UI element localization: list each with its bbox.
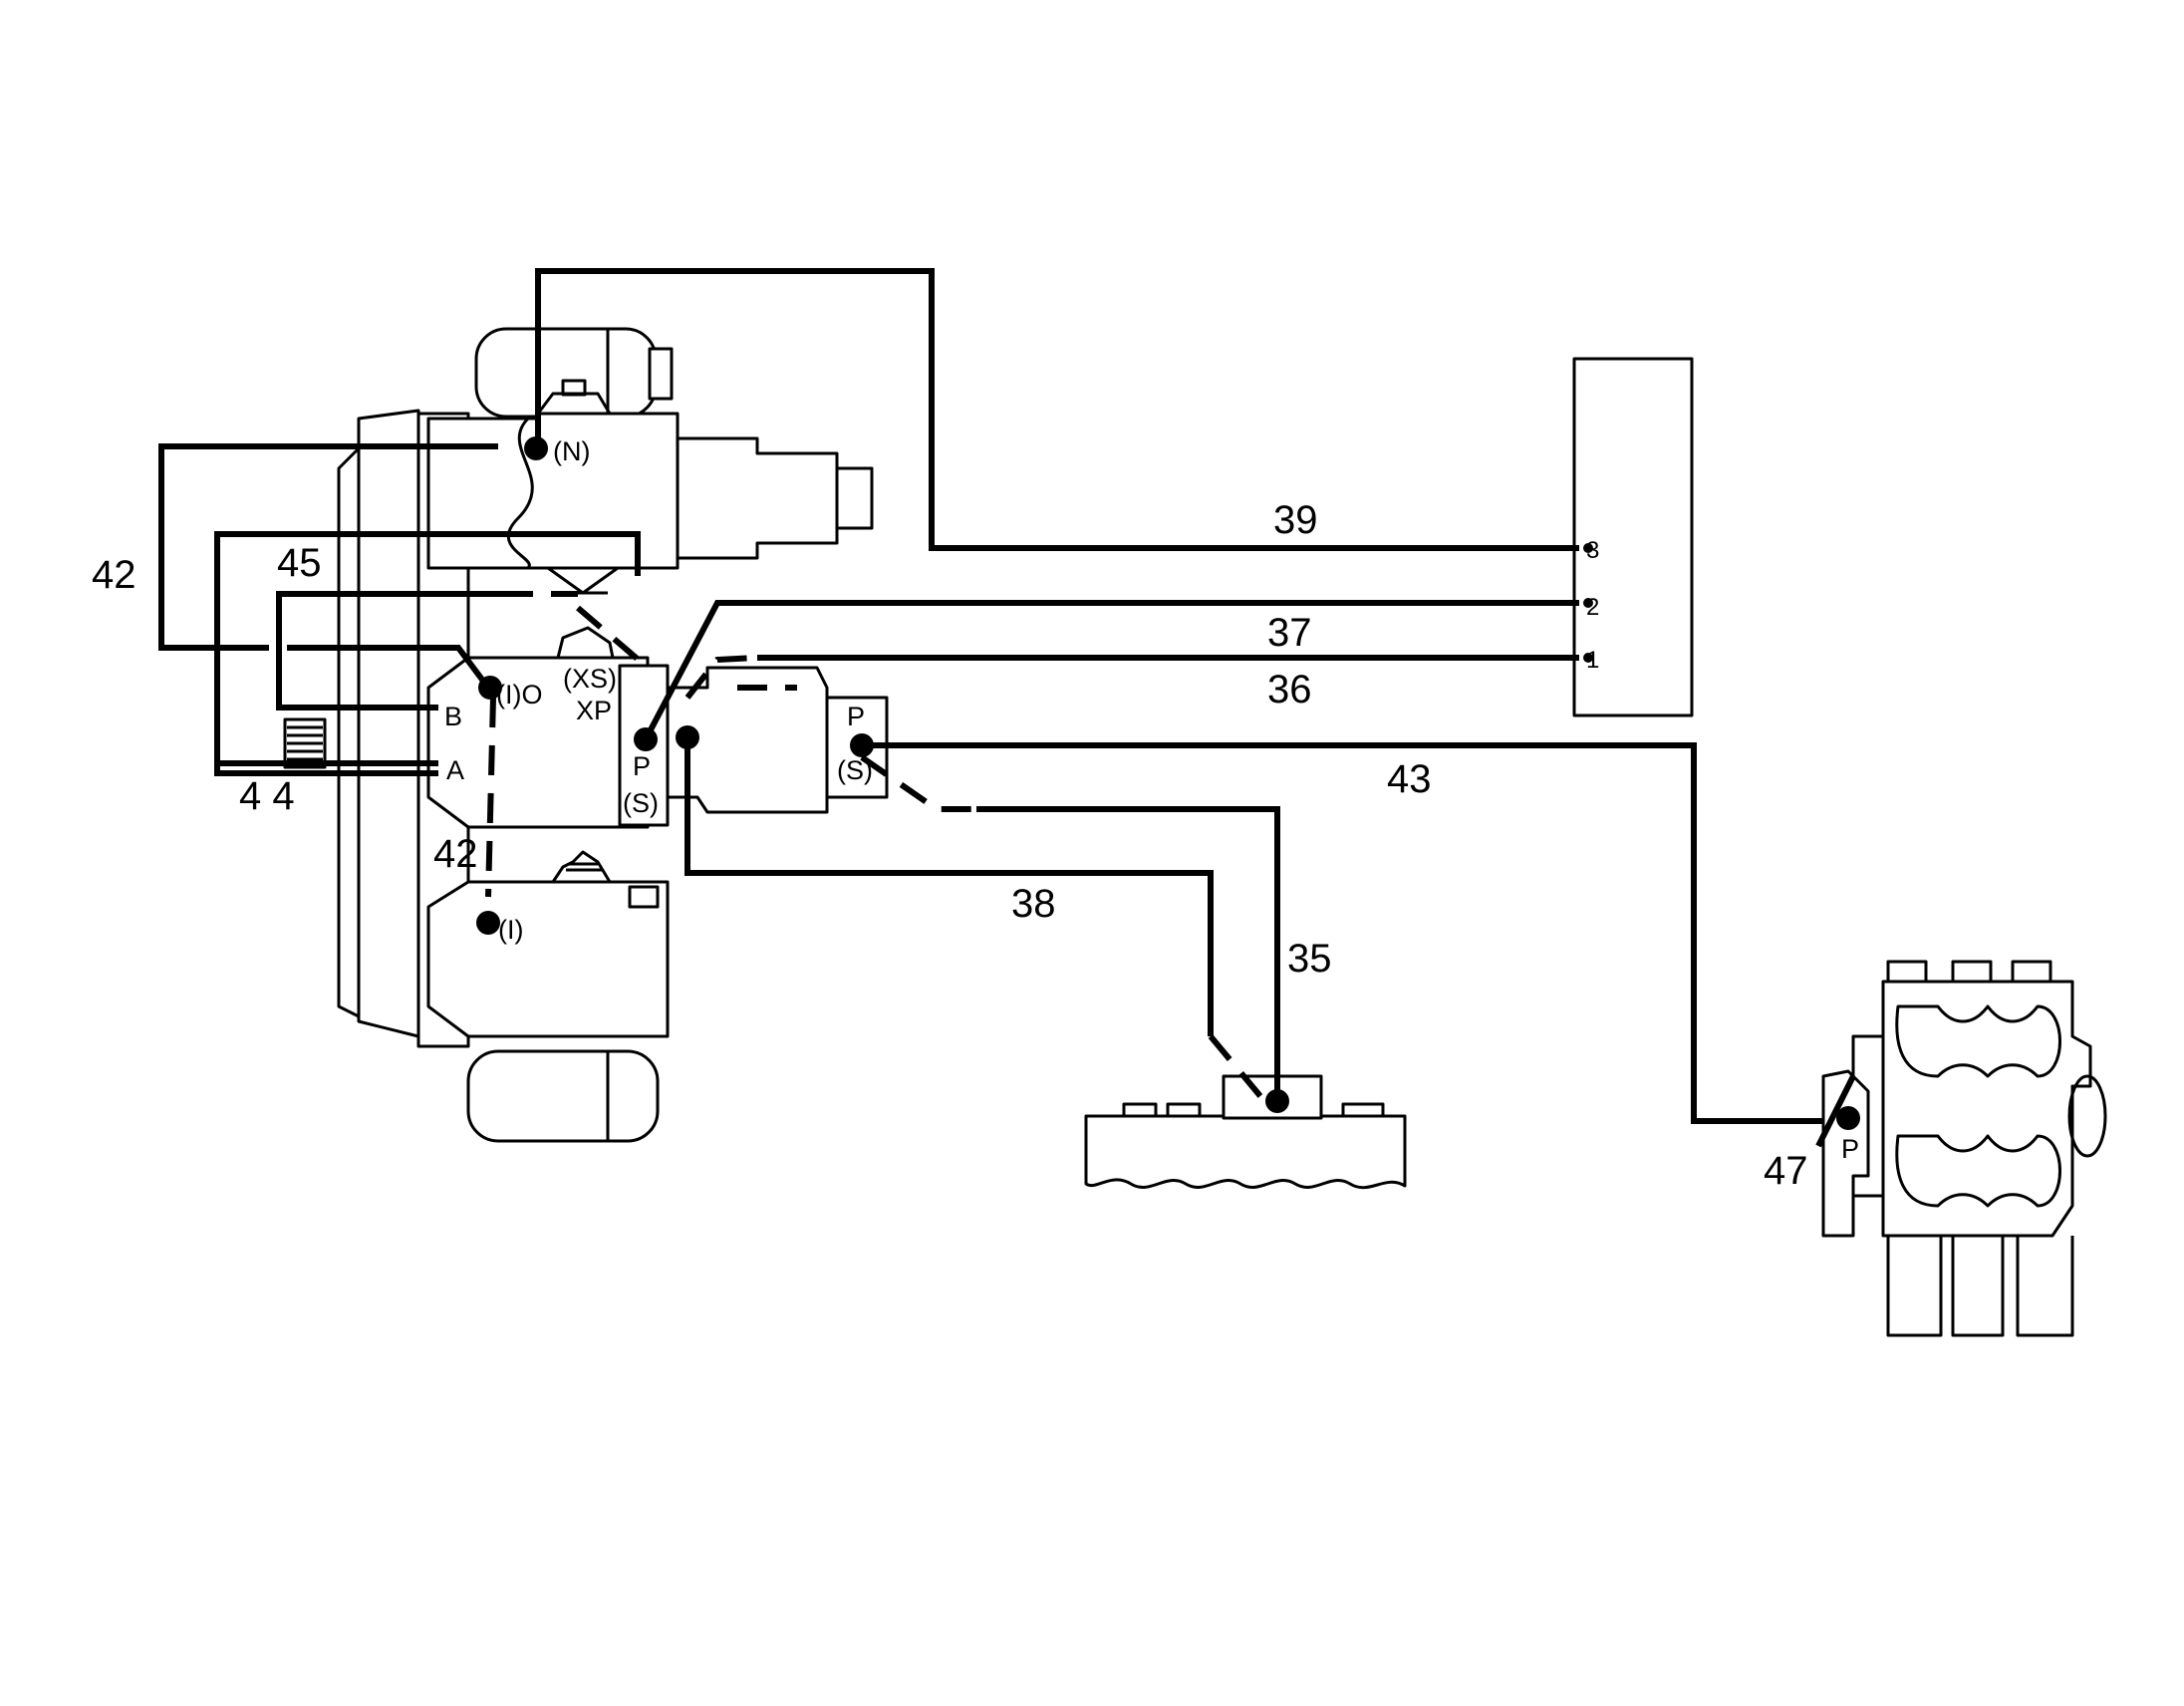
- line-43: [862, 742, 1823, 1124]
- valve-assembly: [283, 327, 889, 1143]
- reservoir-tank: [1084, 1074, 1407, 1190]
- port-n: (N): [553, 436, 590, 466]
- label-45: 45: [277, 541, 322, 585]
- port-b: B: [444, 702, 462, 731]
- multi-section-pump: P: [1821, 960, 2107, 1337]
- port-p-pump: P: [1841, 1134, 1859, 1164]
- hydraulic-lines: [158, 268, 1860, 1148]
- label-39: 39: [1273, 498, 1318, 542]
- port-p-main: P: [633, 751, 651, 781]
- port-s-main: (S): [623, 788, 659, 818]
- port-i-o: (I)O: [496, 680, 543, 710]
- line-38: [684, 737, 1214, 1036]
- label-36: 36: [1267, 668, 1312, 711]
- port-labels: (N) (I)O (XS) XP B A P (S) P (S) (I): [444, 436, 873, 945]
- line-37: [643, 600, 1579, 741]
- label-44: 4 4: [239, 774, 295, 818]
- label-43: 43: [1387, 757, 1432, 801]
- port-i-lower: (I): [498, 915, 523, 945]
- line-labels: 39 37 36 43 38 35 42 45 4 4 42 47: [92, 498, 1808, 1193]
- control-box: 3 2 1: [1572, 357, 1694, 717]
- label-42-outer: 42: [92, 553, 136, 597]
- port-a: A: [446, 755, 464, 785]
- label-37: 37: [1267, 611, 1312, 655]
- label-42-inner: 42: [433, 832, 478, 876]
- port-p-right: P: [847, 702, 865, 731]
- label-35: 35: [1287, 937, 1332, 981]
- line-35: [976, 806, 1280, 1101]
- port-xp: XP: [576, 696, 612, 725]
- line-39: [535, 268, 1579, 551]
- port-s-right: (S): [837, 755, 873, 785]
- port-xs: (XS): [563, 664, 617, 694]
- label-38: 38: [1011, 882, 1056, 926]
- rib-connector: [283, 717, 327, 769]
- label-47: 47: [1764, 1149, 1808, 1193]
